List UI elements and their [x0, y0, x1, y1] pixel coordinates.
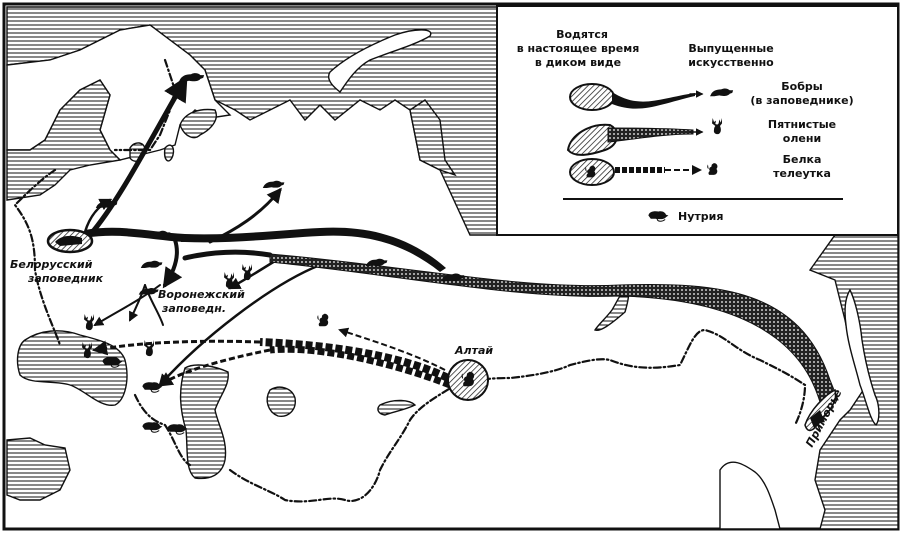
- beaver-flow-northeast: [208, 187, 282, 244]
- legend-beaver-label-2: (в заповеднике): [750, 94, 853, 107]
- sakhalin: [844, 288, 880, 426]
- legend-header-wild-1: Водятся: [556, 28, 608, 41]
- korea-coast: [719, 461, 781, 530]
- legend-beaver-area: [569, 83, 615, 111]
- lake-onega: [163, 144, 175, 162]
- deer-flow-east: [182, 249, 273, 261]
- legend-header-wild-2: в настоящее время: [517, 42, 640, 55]
- legend-deer-label-2: олени: [783, 132, 821, 145]
- aral-sea: [266, 386, 296, 417]
- legend-header-wild-3: в диком виде: [535, 56, 621, 69]
- altai-label: Алтай: [454, 344, 493, 357]
- mediterranean-sea: [6, 437, 71, 501]
- legend-nutria-label: Нутрия: [678, 210, 723, 223]
- novaya-zemlya: [328, 29, 432, 94]
- squirrel-flow-1b: [92, 339, 261, 356]
- voronezh-flow-2: [129, 284, 146, 322]
- belarus-reserve-label-2: заповедник: [27, 272, 104, 285]
- white-sea: [179, 108, 217, 139]
- lake-balkhash: [377, 399, 417, 416]
- beaver-flow-voronezh: [162, 238, 183, 289]
- legend-deer-label-1: Пятнистые: [768, 118, 836, 131]
- belarus-beaver-icon: [55, 235, 82, 246]
- legend-squirrel-label-1: Белка: [783, 153, 822, 166]
- voronezh-reserve-label: Воронежский: [158, 288, 245, 301]
- legend-box: [496, 5, 899, 236]
- legend-deer-flow: [607, 127, 694, 143]
- legend: Водятся в настоящее время в диком виде В…: [496, 5, 899, 236]
- legend-beaver-label-1: Бобры: [781, 80, 822, 93]
- voronezh-reserve-label-2: заповедн.: [161, 302, 226, 315]
- primorye-deer-icon: [810, 410, 824, 428]
- squirrel-flow-2b: [157, 348, 271, 387]
- legend-header-released-2: искусственно: [688, 56, 774, 69]
- squirrel-flow-3: [338, 327, 446, 371]
- squirrel-flow-2: [269, 345, 452, 389]
- caspian-sea: [179, 364, 229, 480]
- legend-beaver-flow: [612, 92, 695, 109]
- pacific-ocean: [808, 234, 899, 530]
- state-border: [13, 58, 807, 503]
- deer-flow-2: [158, 263, 322, 387]
- voronezh-flow-3: [144, 284, 164, 326]
- belarus-reserve-label: Белорусский: [10, 258, 93, 271]
- baltic-sea: [6, 79, 122, 201]
- taimyr-coast: [409, 99, 457, 177]
- beaver-flow-north: [87, 75, 188, 238]
- legend-squirrel-label-2: телеутка: [773, 167, 831, 180]
- legend-header-released-1: Выпущенные: [688, 42, 773, 55]
